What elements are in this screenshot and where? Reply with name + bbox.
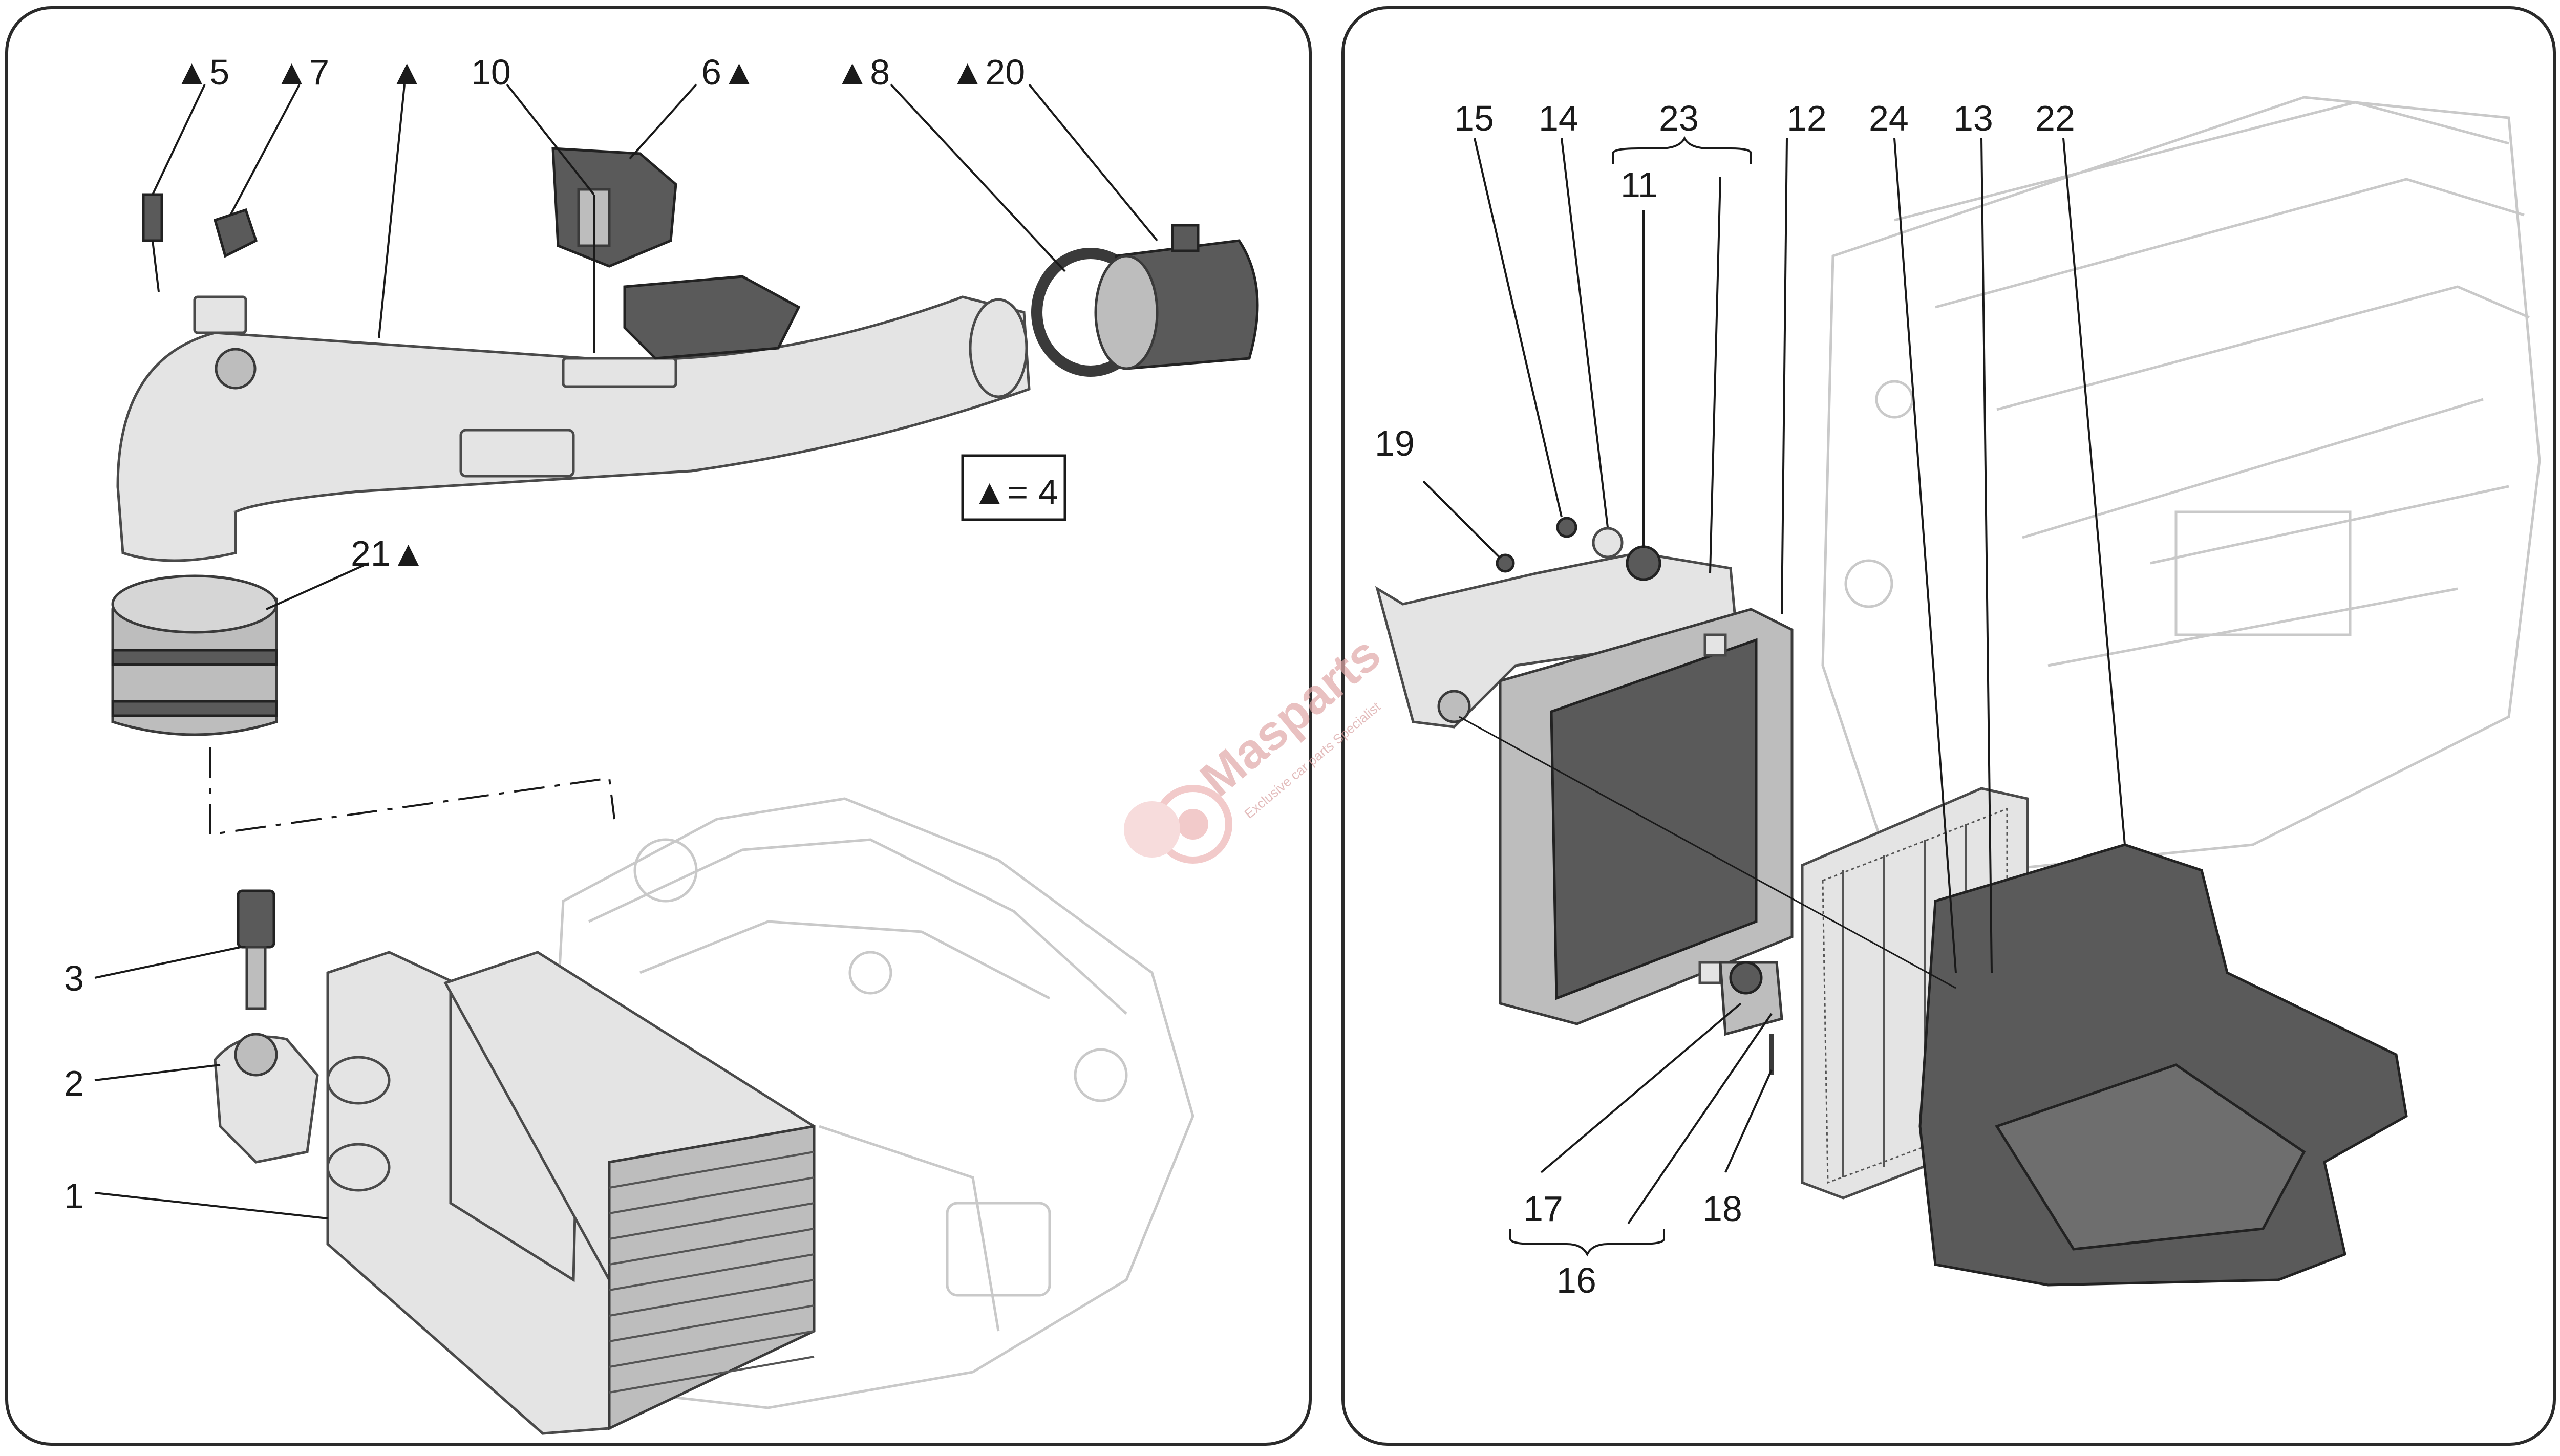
intercooler-1 <box>326 951 816 1435</box>
sensor-5 <box>142 193 163 292</box>
callout-24: 24 <box>1869 98 1909 138</box>
callout-10: 10 <box>471 52 511 92</box>
callout-17: 17 <box>1523 1189 1563 1229</box>
callout-7: ▲7 <box>274 52 329 92</box>
temperature-sensor-3 <box>237 889 275 1010</box>
callout-23: 23 <box>1659 98 1699 138</box>
callout-16: 16 <box>1556 1260 1596 1300</box>
screw-19 <box>1496 553 1515 573</box>
callout-19: 19 <box>1375 423 1415 463</box>
dashed-connection-line <box>209 747 615 836</box>
left-leader-lines <box>94 83 1158 1219</box>
radiator-12 <box>1499 608 1794 1025</box>
union-2 <box>214 1033 319 1164</box>
intercooler-fins <box>609 1151 815 1394</box>
right-leader-lines <box>1422 138 2126 1225</box>
hose-coupling-20 <box>1094 224 1259 370</box>
callout-5: ▲5 <box>174 52 229 92</box>
callout-pipe: ▲ <box>389 52 424 92</box>
intercooler-hose-21 <box>111 574 278 736</box>
legend-box <box>961 454 1066 521</box>
callout-1: 1 <box>64 1176 84 1216</box>
callout-2: 2 <box>64 1063 84 1103</box>
legend-text: ▲= 4 <box>972 472 1058 512</box>
callout-18: 18 <box>1702 1189 1742 1229</box>
charge-air-pipe <box>116 295 1031 562</box>
callout-21: 21▲ <box>351 533 426 573</box>
assembly-axis-line <box>1459 716 1956 989</box>
callout-8: ▲8 <box>835 52 890 92</box>
callout-11: 11 <box>1620 165 1658 205</box>
callout-6: 6▲ <box>701 52 757 92</box>
mount-17 <box>1719 961 1783 1036</box>
callout-14: 14 <box>1539 98 1578 138</box>
washer-14 <box>1592 527 1624 559</box>
grommet-11 <box>1626 545 1661 581</box>
ghost-engine-right <box>1821 96 2541 882</box>
callout-15: 15 <box>1454 98 1494 138</box>
callout-22: 22 <box>2035 98 2075 138</box>
watermark-logo <box>1124 785 1232 864</box>
ghost-engine-left <box>536 797 1194 1409</box>
callout-12: 12 <box>1787 98 1827 138</box>
group-bracket-16 <box>1509 1229 1665 1257</box>
callout-20: ▲20 <box>950 52 1025 92</box>
sensor-7 <box>213 208 258 258</box>
callout-3: 3 <box>64 958 84 998</box>
pressure-valve-6 <box>551 147 801 360</box>
callout-13: 13 <box>1953 98 1993 138</box>
screw-15 <box>1556 517 1577 538</box>
group-bracket-23 <box>1612 136 1752 164</box>
air-duct-22 <box>1918 843 2408 1287</box>
